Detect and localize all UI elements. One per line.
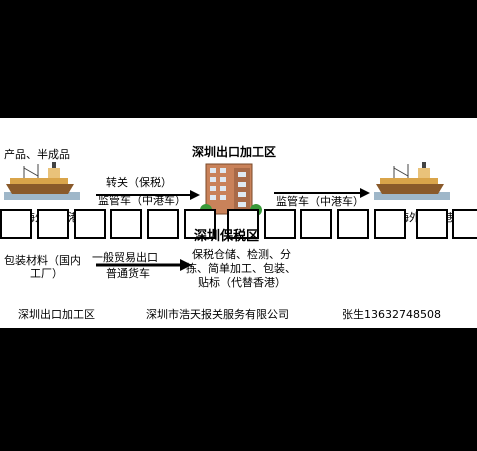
- left-ship-icon: [4, 162, 80, 200]
- placeholder-box: [184, 209, 216, 239]
- arrow3-top-label: 一般贸易出口: [92, 251, 158, 264]
- center-title: 深圳出口加工区: [192, 145, 277, 159]
- services-line3: 贴标（代替香港）: [198, 276, 286, 289]
- placeholder-box: [227, 209, 259, 239]
- arrow2-label: 监管车（中港车）: [276, 195, 364, 208]
- placeholder-box: [37, 209, 69, 239]
- footer-right: 张生13632748508: [342, 308, 441, 321]
- placeholder-box: [374, 209, 406, 239]
- left-bottom-label-line2: 工厂）: [30, 267, 63, 280]
- right-ship-icon: [374, 162, 450, 200]
- placeholder-box: [337, 209, 369, 239]
- arrow-to-bonded-zone: [96, 259, 192, 271]
- placeholder-box: [0, 209, 32, 239]
- diagram-panel: 产品、半成品 深圳出口加工区 转关（保税） 监管车（中港车） 监管车（中港车） …: [0, 118, 477, 328]
- left-bottom-label-line1: 包装材料（国内: [4, 254, 81, 267]
- placeholder-box-row: [0, 209, 477, 243]
- bonded-zone-title: 深圳保税区: [194, 229, 260, 244]
- placeholder-box: [264, 209, 296, 239]
- services-line1: 保税仓储、检测、分: [192, 248, 291, 261]
- placeholder-box: [416, 209, 448, 239]
- arrow1-top-label: 转关（保税）: [106, 176, 172, 189]
- footer-center: 深圳市浩天报关服务有限公司: [146, 308, 289, 321]
- services-line2: 拣、简单加工、包装、: [186, 262, 296, 275]
- arrow-to-right-overseas: [274, 188, 370, 198]
- arrow3-bottom-label: 普通货车: [106, 267, 150, 280]
- arrow-to-export-zone: [96, 190, 200, 200]
- arrow1-bottom-label: 监管车（中港车）: [98, 194, 186, 207]
- placeholder-box: [147, 209, 179, 239]
- placeholder-box: [74, 209, 106, 239]
- placeholder-box: [300, 209, 332, 239]
- footer-left: 深圳出口加工区: [18, 308, 95, 321]
- left-top-label: 产品、半成品: [4, 148, 70, 161]
- placeholder-box: [452, 209, 477, 239]
- placeholder-box: [110, 209, 142, 239]
